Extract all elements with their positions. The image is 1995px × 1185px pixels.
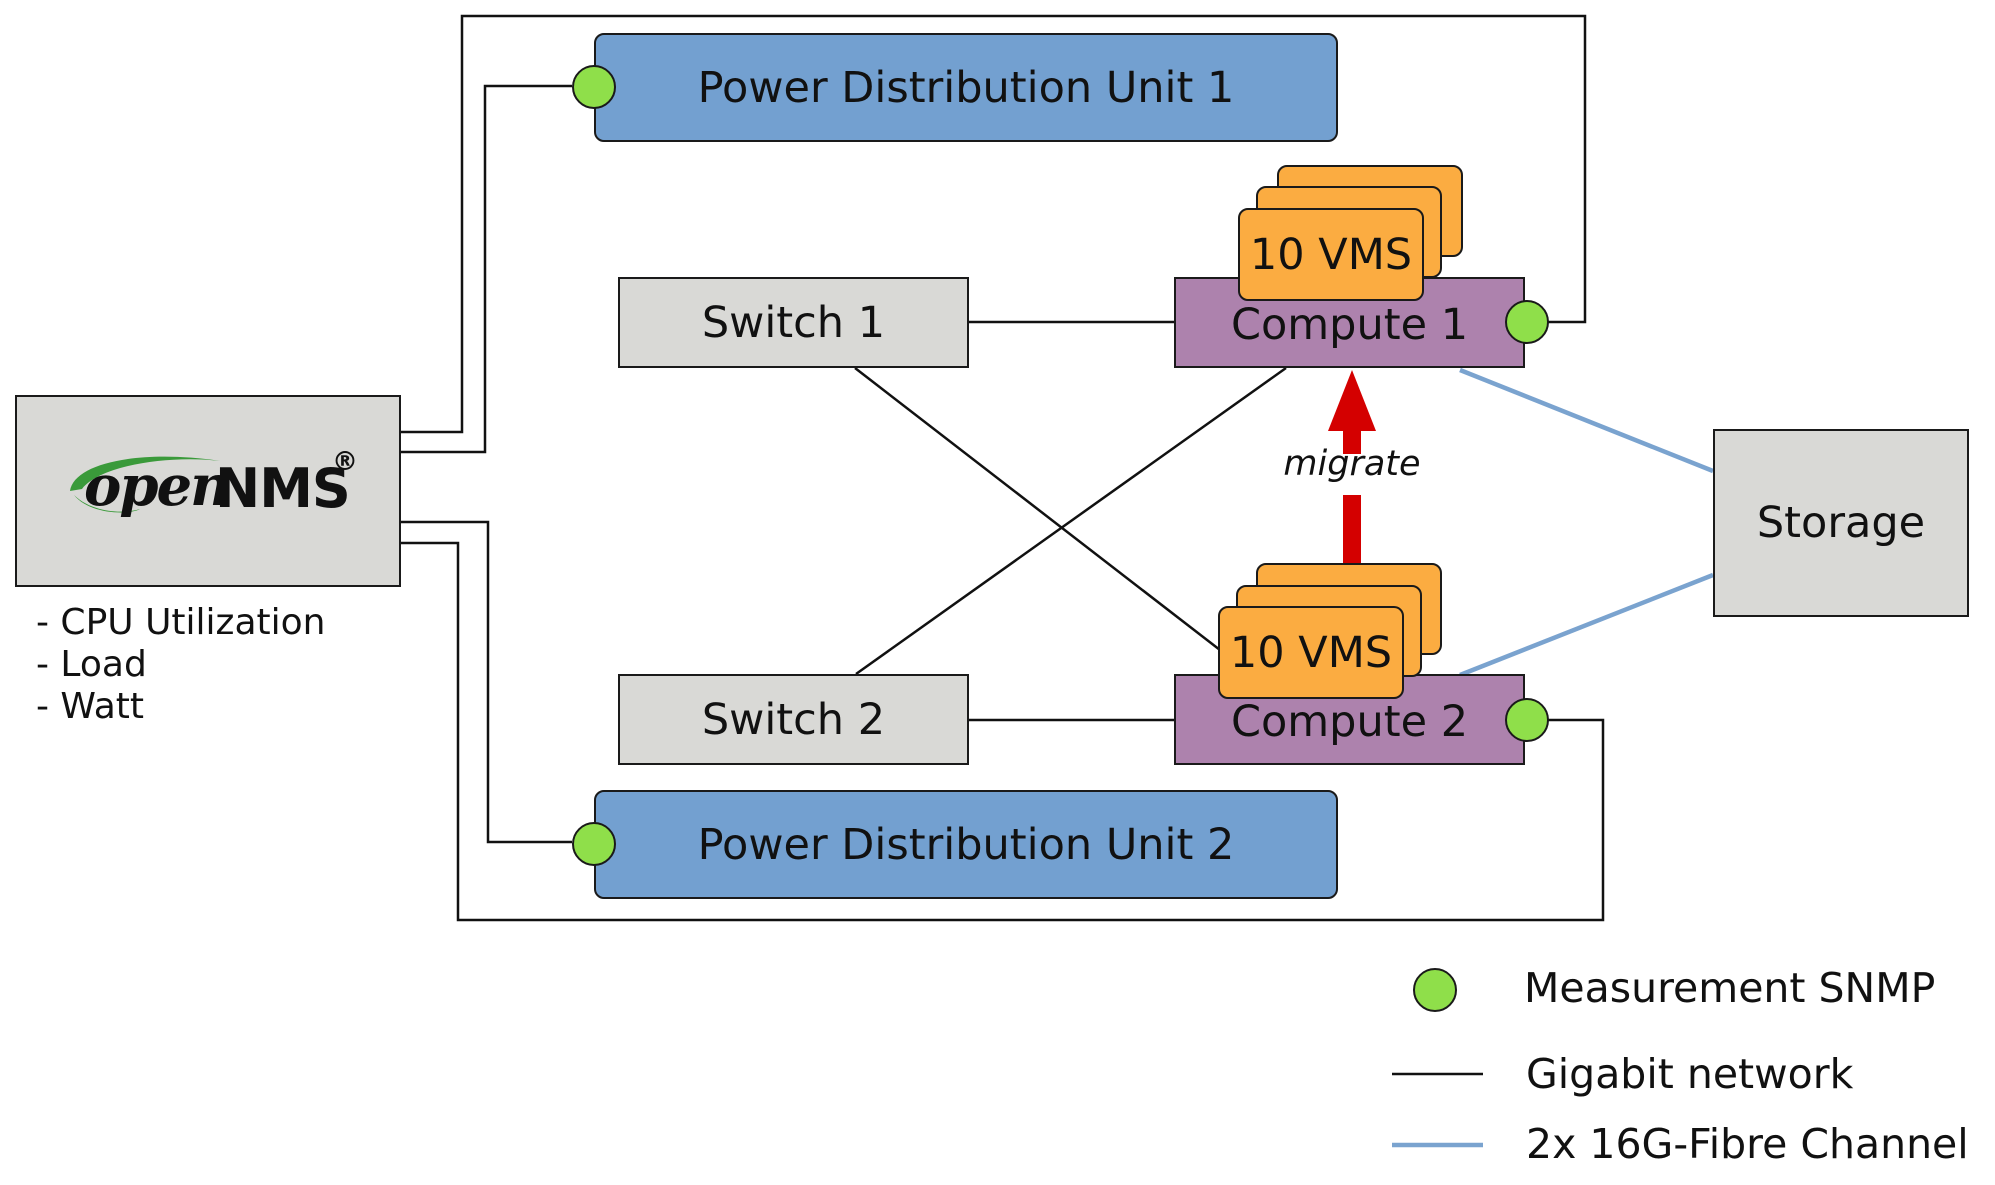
- vm-stack-card-front: 10 VMS: [1238, 208, 1424, 301]
- snmp-dot-compute1: [1505, 300, 1549, 344]
- vm-stack-card-front: 10 VMS: [1218, 606, 1404, 699]
- metric-load: - Load: [36, 644, 147, 685]
- compute1-label: Compute 1: [1230, 300, 1469, 350]
- legend-fibre-label: 2x 16G-Fibre Channel: [1526, 1120, 1969, 1168]
- switch2-label: Switch 2: [701, 694, 886, 745]
- legend-snmp-dot: [1413, 968, 1457, 1012]
- migrate-arrow: [1328, 370, 1376, 563]
- pdu2-label: Power Distribution Unit 2: [697, 819, 1235, 870]
- line-switch2-compute1: [855, 366, 1287, 676]
- vms1-label: 10 VMS: [1249, 229, 1413, 280]
- compute2-label: Compute 2: [1230, 697, 1469, 747]
- switch1-node: Switch 1: [618, 277, 969, 368]
- logo-registered-mark: ®: [332, 447, 358, 477]
- switch1-label: Switch 1: [701, 297, 886, 348]
- legend-gigabit-label: Gigabit network: [1526, 1050, 1854, 1098]
- storage-node: Storage: [1713, 429, 1969, 617]
- line-switch1-compute2: [854, 367, 1221, 651]
- line-opennms-pdu2-inner: [400, 520, 572, 844]
- snmp-dot-pdu1: [572, 65, 616, 109]
- fibre-compute1-storage: [1459, 367, 1714, 474]
- vms2-label: 10 VMS: [1229, 627, 1393, 678]
- pdu2-node: Power Distribution Unit 2: [594, 790, 1338, 899]
- swoosh-icon: [70, 456, 220, 513]
- migrate-label: migrate: [1283, 444, 1421, 484]
- line-opennms-pdu1-inner: [400, 84, 572, 454]
- metrics-list: - CPU Utilization - Load - Watt: [36, 602, 325, 728]
- storage-label: Storage: [1756, 498, 1926, 548]
- fibre-compute2-storage: [1459, 572, 1714, 678]
- metric-watt: - Watt: [36, 686, 145, 727]
- pdu1-label: Power Distribution Unit 1: [697, 62, 1235, 113]
- logo-open-text: open: [84, 453, 231, 519]
- snmp-dot-pdu2: [572, 822, 616, 866]
- opennms-node: [15, 395, 401, 587]
- opennms-logo: open NMS ®: [60, 445, 370, 535]
- switch2-node: Switch 2: [618, 674, 969, 765]
- pdu1-node: Power Distribution Unit 1: [594, 33, 1338, 142]
- line-opennms-compute2: [400, 541, 1605, 922]
- legend-measurement-label: Measurement SNMP: [1524, 964, 1936, 1012]
- snmp-dot-compute2: [1505, 698, 1549, 742]
- line-opennms-pdu1: [400, 14, 1587, 434]
- logo-nms-text: NMS: [215, 457, 351, 520]
- metric-cpu: - CPU Utilization: [36, 602, 326, 643]
